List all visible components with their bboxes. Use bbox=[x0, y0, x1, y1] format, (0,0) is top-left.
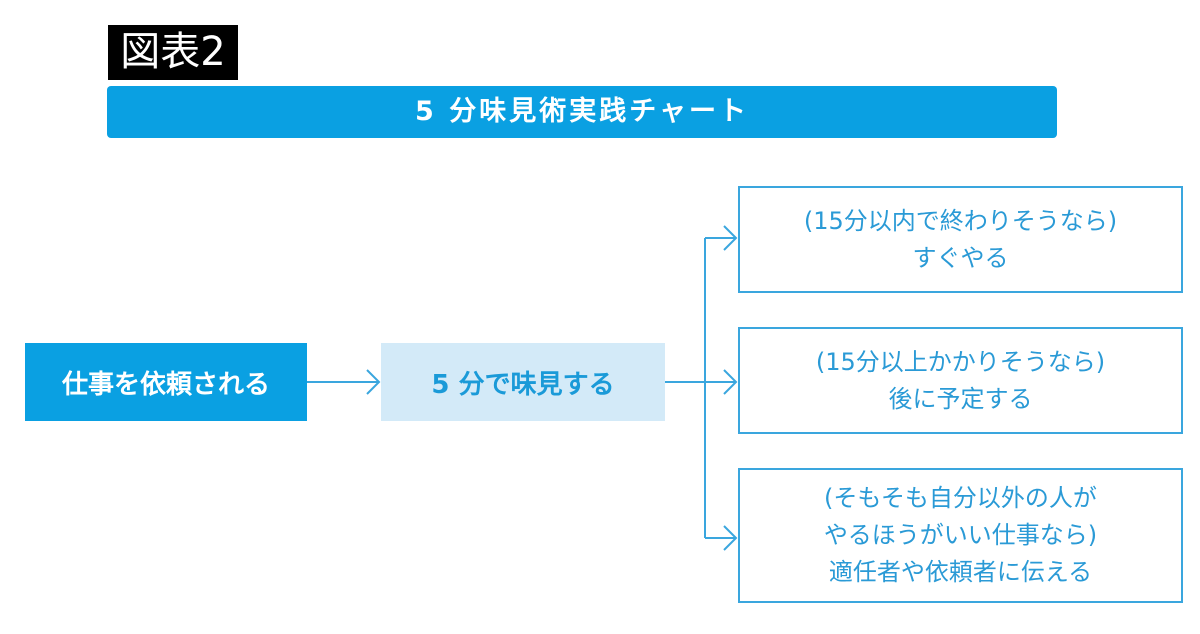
outcome-condition: (そもそも自分以外の人が bbox=[824, 484, 1097, 512]
outcome-do-now: (15分以内で終わりそうなら) すぐやる bbox=[738, 186, 1183, 293]
arrow-start-to-step bbox=[307, 369, 381, 395]
outcome-condition: (15分以上かかりそうなら) bbox=[815, 347, 1106, 376]
outcome-action: すぐやる bbox=[912, 243, 1009, 272]
start-label: 仕事を依頼される bbox=[61, 369, 270, 400]
outcome-schedule: (15分以上かかりそうなら) 後に予定する bbox=[738, 327, 1183, 434]
step-label: 5 分で味見する bbox=[431, 369, 615, 400]
outcome-action: 適任者や依頼者に伝える bbox=[828, 558, 1093, 586]
step-node: 5 分で味見する bbox=[381, 343, 665, 421]
outcome-condition: (15分以内で終わりそうなら) bbox=[803, 206, 1118, 235]
arrow-to-outcome-1 bbox=[705, 225, 738, 251]
outcome-delegate: (そもそも自分以外の人が やるほうがいい仕事なら) 適任者や依頼者に伝える bbox=[738, 468, 1183, 603]
branch-connector bbox=[665, 238, 706, 538]
start-node: 仕事を依頼される bbox=[25, 343, 307, 421]
arrow-to-outcome-2 bbox=[705, 369, 738, 395]
arrow-to-outcome-3 bbox=[705, 525, 738, 551]
outcome-action: 後に予定する bbox=[888, 384, 1033, 413]
figure-label: 図表2 bbox=[108, 25, 238, 80]
outcome-condition-cont: やるほうがいい仕事なら) bbox=[823, 521, 1098, 549]
chart-title: 5 分味見術実践チャート bbox=[107, 86, 1057, 138]
